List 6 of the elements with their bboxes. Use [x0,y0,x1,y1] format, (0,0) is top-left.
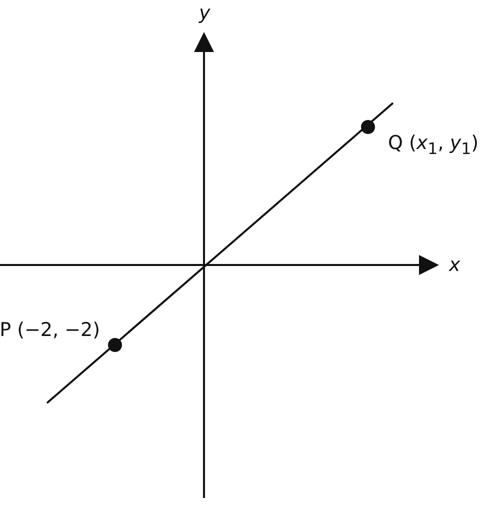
point-dot [361,119,375,133]
axis-label: y [199,2,210,24]
point-label: P (−2, −2) [0,319,100,341]
axis-label: x [449,254,460,276]
point-dot [108,337,122,351]
point-label: Q (x$_{1}$, y$_{1}$) [388,132,479,160]
